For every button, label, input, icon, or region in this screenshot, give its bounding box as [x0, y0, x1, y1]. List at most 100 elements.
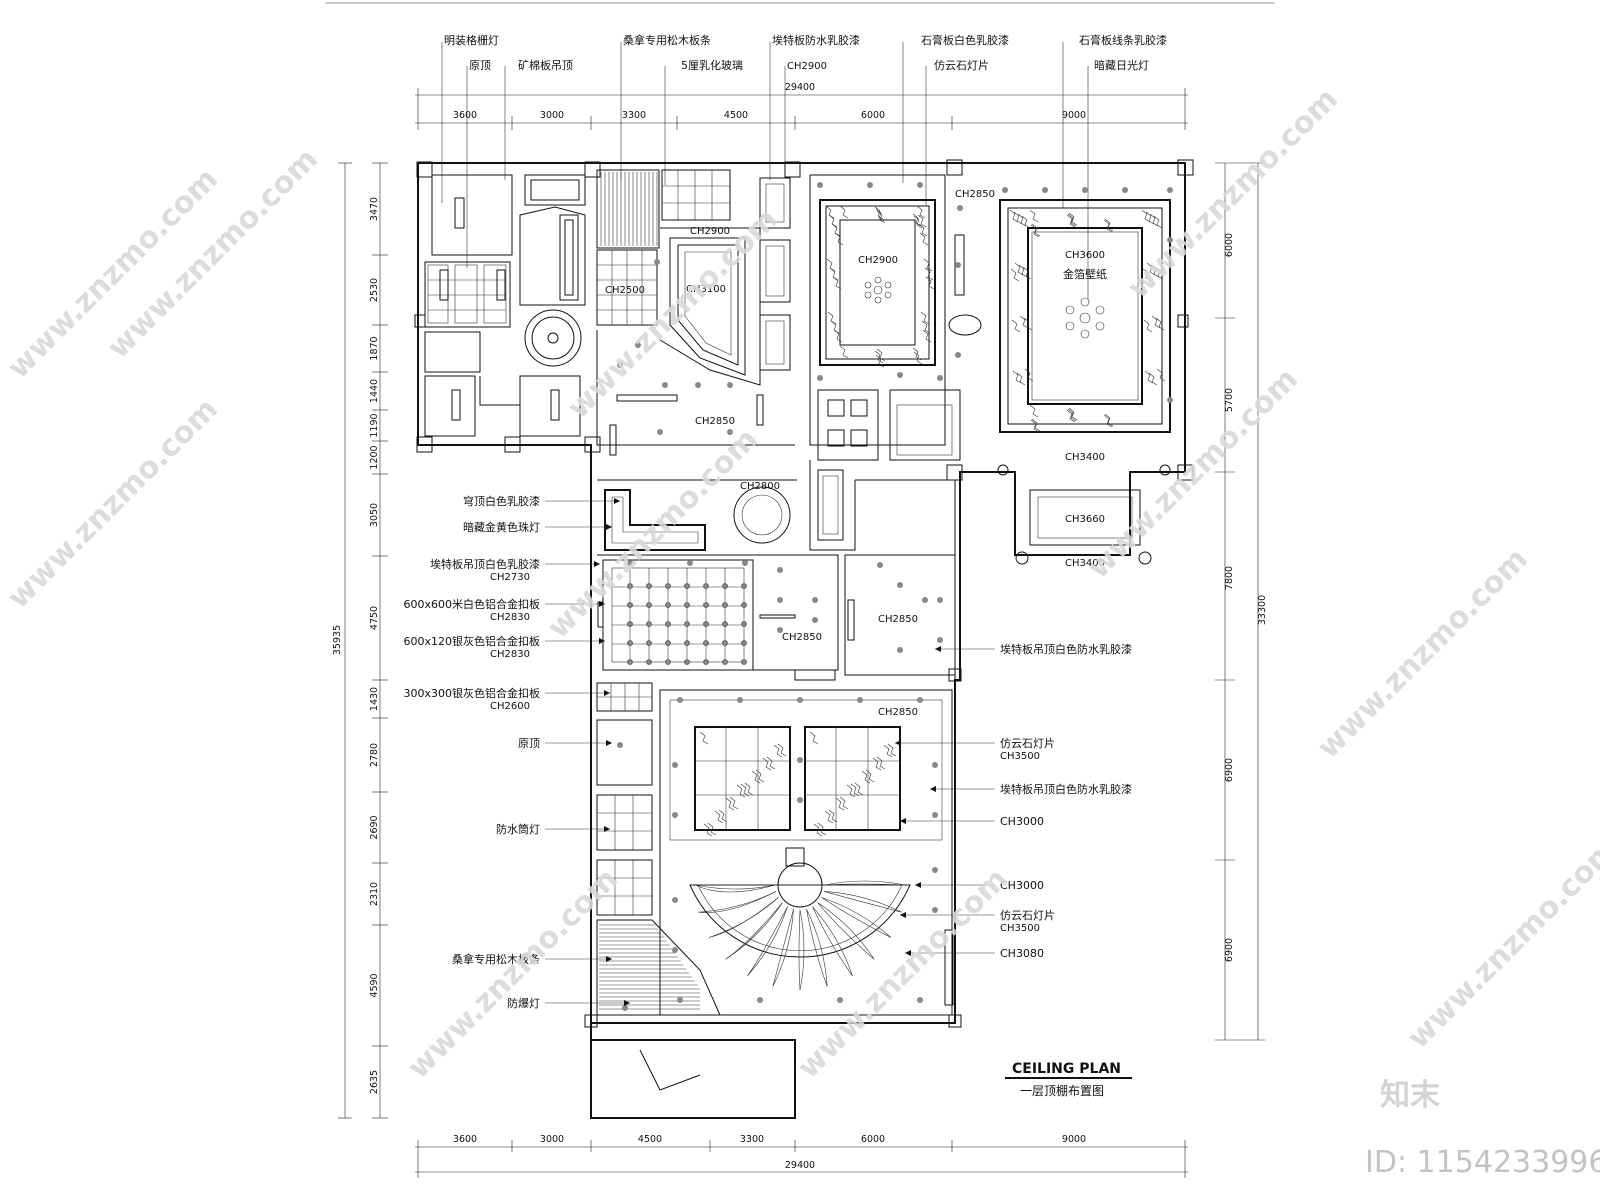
dim-left-total: 35935	[332, 625, 343, 655]
dim-left: 3470	[369, 197, 380, 221]
drawing-title: CEILING PLAN 一层顶棚布置图	[1005, 1061, 1132, 1098]
chandelier-icon	[1065, 297, 1105, 339]
ch-label: CH2850	[695, 416, 735, 427]
ch-label: CH2850	[955, 189, 995, 200]
top-label: CH2900	[787, 61, 827, 72]
left-wing	[424, 174, 586, 437]
right-annotation: 埃特板吊顶白色防水乳胶漆	[1000, 642, 1132, 656]
dim-top-2: 3000	[540, 110, 564, 121]
dim-bottom: 9000	[1062, 1134, 1086, 1145]
right-annotation: CH3000	[1000, 815, 1044, 828]
title-cn: 一层顶棚布置图	[1020, 1083, 1104, 1098]
ch-label: CH2850	[782, 632, 822, 643]
ch-label: CH3660	[1065, 514, 1105, 525]
dim-top-3: 3300	[622, 110, 646, 121]
right-annotation: CH3000	[1000, 879, 1044, 892]
ch-label: CH2850	[878, 614, 918, 625]
ch-label: CH2850	[878, 707, 918, 718]
ch-label: CH2900	[858, 255, 898, 266]
top-label: 石膏板白色乳胶漆	[921, 33, 1009, 47]
dim-right: 6000	[1224, 233, 1235, 257]
dim-top-6: 9000	[1062, 110, 1086, 121]
dim-left: 2690	[369, 815, 380, 839]
ch-label: 金箔壁纸	[1063, 267, 1107, 281]
right-annotation: 仿云石灯片	[1000, 737, 1055, 750]
left-annotation-sub: CH2830	[490, 612, 530, 623]
right-annotation: CH3080	[1000, 947, 1044, 960]
top-label: 仿云石灯片	[934, 59, 989, 72]
ch-label: CH3400	[1065, 558, 1105, 569]
left-annotation: 600x120银灰色铝合金扣板	[403, 634, 540, 648]
left-annotation: 300x300银灰色铝合金扣板	[403, 686, 540, 700]
top-label: 埃特板防水乳胶漆	[772, 33, 860, 47]
room-ch3600: CH3600 金箔壁纸 CH3400	[999, 199, 1171, 463]
dim-left: 4750	[369, 606, 380, 630]
watermark-text: www.znzmo.com	[1081, 362, 1305, 586]
building-outline	[414, 159, 1194, 1119]
dim-left: 1440	[369, 379, 380, 403]
fixture-dots	[617, 182, 1173, 1011]
dim-bottom: 3600	[453, 1134, 477, 1145]
dim-right-total: 33300	[1257, 595, 1268, 625]
left-annotation-sub: CH2600	[490, 701, 530, 712]
dim-right: 5700	[1224, 388, 1235, 412]
top-label: 明装格栅灯	[444, 33, 499, 47]
left-annotation: 防爆灯	[507, 996, 540, 1010]
lower-hall: CH2850	[596, 682, 954, 1118]
watermark-text: www.znzmo.com	[541, 422, 765, 646]
top-labels: 明装格栅灯 原顶 矿棉板吊顶 桑拿专用松木板条 5厘乳化玻璃 埃特板防水乳胶漆 …	[441, 33, 1167, 300]
watermark-text: www.znzmo.com	[1121, 82, 1345, 306]
left-annotation: 暗藏金黄色珠灯	[463, 520, 540, 534]
top-label: 桑拿专用松木板条	[623, 33, 711, 47]
dim-top-1: 3600	[453, 110, 477, 121]
top-label: 原顶	[469, 59, 491, 72]
ch-label: CH2900	[690, 226, 730, 237]
dim-bottom-total: 29400	[785, 1160, 815, 1171]
dim-bottom: 6000	[861, 1134, 885, 1145]
dim-left: 3050	[369, 503, 380, 527]
dim-top-total: 29400	[785, 82, 815, 93]
left-annotation: 原顶	[518, 737, 540, 750]
top-label: 矿棉板吊顶	[518, 58, 573, 72]
right-annotation-sub: CH3500	[1000, 923, 1040, 934]
dim-left: 1200	[369, 445, 380, 469]
dim-left: 2635	[369, 1070, 380, 1094]
watermark-id: ID: 1154233996	[1365, 1145, 1600, 1180]
top-label: 暗藏日光灯	[1094, 58, 1149, 72]
dim-left: 1190	[369, 413, 380, 437]
left-annotation: 桑拿专用松木板条	[452, 952, 540, 966]
top-label: 石膏板线条乳胶漆	[1079, 33, 1167, 47]
dim-right: 6900	[1224, 758, 1235, 782]
title-en: CEILING PLAN	[1012, 1061, 1121, 1077]
left-annotation-sub: CH2830	[490, 649, 530, 660]
watermark-text: www.znzmo.com	[1, 392, 225, 616]
top-dimensions: 29400 3600 3000 3300 4500 6000 9000	[415, 82, 1188, 130]
dim-top-4: 4500	[724, 110, 748, 121]
watermark-logo: 知末	[1380, 1078, 1440, 1113]
dim-bottom: 3300	[740, 1134, 764, 1145]
right-annotation: 仿云石灯片	[1000, 909, 1055, 922]
watermark-text: www.znzmo.com	[1401, 832, 1600, 1056]
watermark-text: www.znzmo.com	[1311, 542, 1535, 766]
ch-label: CH3600	[1065, 250, 1105, 261]
left-annotation: 穹顶白色乳胶漆	[463, 494, 540, 508]
ch-label: CH3100	[686, 284, 726, 295]
corridor-top: CH2850	[596, 177, 795, 456]
ch-label: CH2500	[605, 285, 645, 296]
dim-left: 4590	[369, 973, 380, 997]
dim-left: 1430	[369, 687, 380, 711]
balcony: CH3660 CH3400	[997, 464, 1171, 569]
watermark-text: www.znzmo.com	[791, 862, 1015, 1086]
left-annotation: 埃特板吊顶白色乳胶漆	[430, 557, 540, 571]
chandelier-icon	[864, 276, 892, 304]
top-label: 5厘乳化玻璃	[681, 58, 743, 72]
middle-core	[597, 389, 961, 680]
room-ch2900: CH2900 CH2850	[809, 174, 995, 446]
left-annotation-sub: CH2730	[490, 572, 530, 583]
dim-left: 2780	[369, 743, 380, 767]
dim-left: 1870	[369, 336, 380, 360]
angled-room: CH2900 CH3100	[659, 226, 761, 386]
sauna-room: CH2500	[596, 169, 731, 326]
left-annotation: 防水筒灯	[496, 822, 540, 836]
dim-bottom: 4500	[638, 1134, 662, 1145]
